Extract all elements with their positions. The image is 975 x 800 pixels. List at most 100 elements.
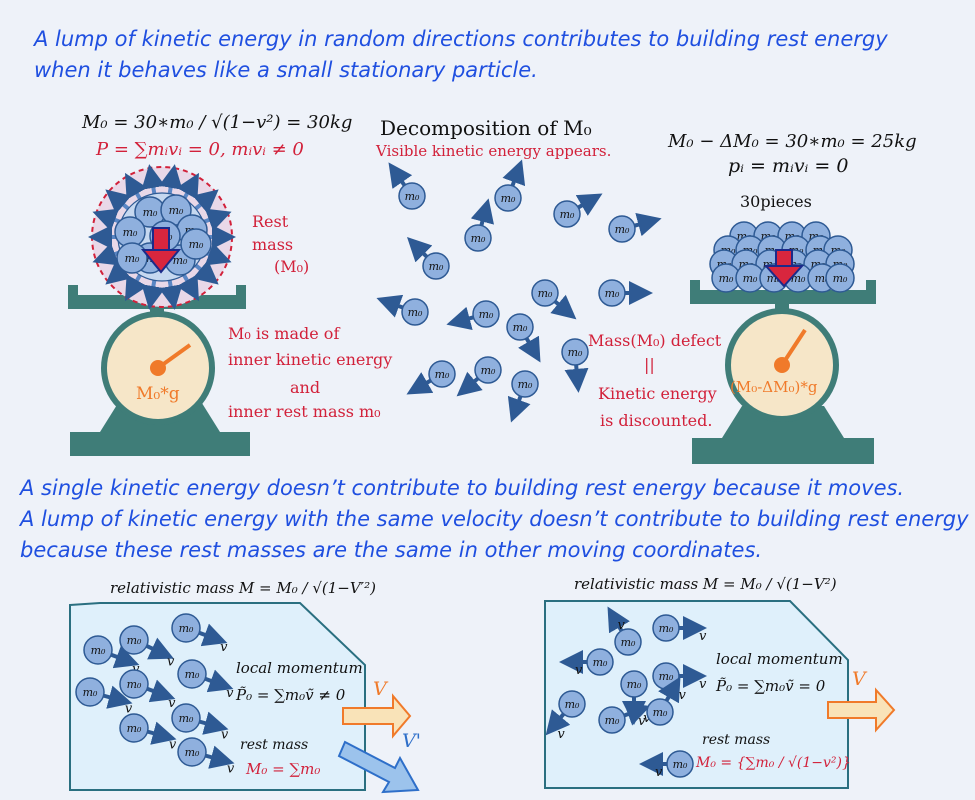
middle-line-3: because these rest masses are the same i…	[20, 538, 763, 562]
velocity-arrow	[388, 162, 413, 189]
particle: vm₀	[119, 669, 176, 711]
particle: m₀	[608, 213, 662, 243]
velocity-label: v	[169, 737, 177, 752]
particle: m₀	[735, 263, 765, 293]
particle-label: m₀	[83, 686, 98, 699]
particle: vm₀	[652, 614, 707, 644]
br-rest-formula: M₀ = {∑m₀ / √(1−v²)}	[696, 755, 851, 771]
particle: m₀	[388, 162, 426, 210]
particle-label: m₀	[179, 622, 194, 635]
defect-1: Mass(M₀) defect	[588, 331, 722, 350]
br-formula: relativistic mass M = M₀ / √(1−V²)	[574, 575, 837, 593]
particle: m₀	[825, 263, 855, 293]
velocity-label: v	[679, 688, 687, 703]
velocity-arrow	[564, 364, 589, 393]
particle-label: m₀	[538, 287, 553, 300]
particle-label: m₀	[627, 678, 642, 691]
velocity-arrow	[406, 372, 434, 395]
velocity-arrow	[198, 623, 228, 647]
particle: m₀	[506, 313, 541, 363]
particle: m₀	[446, 300, 500, 330]
rest-label-1: Rest	[252, 212, 289, 231]
particle-label: m₀	[653, 706, 668, 719]
made-of-4: inner rest mass m₀	[228, 402, 381, 421]
particle-label: m₀	[481, 364, 496, 377]
made-of-3: and	[290, 378, 321, 397]
br-momentum-formula: P̃₀ = ∑m₀ṽ = 0	[716, 677, 826, 695]
velocity-label: v	[655, 765, 663, 780]
particle: vm₀	[545, 690, 586, 742]
rest-label-3: (M₀)	[274, 257, 310, 276]
defect-2: Kinetic energy	[598, 384, 717, 403]
particle-label: m₀	[429, 260, 444, 273]
particle: vm₀	[646, 676, 687, 726]
particle-label: m₀	[560, 208, 575, 221]
particle-label: m₀	[91, 644, 106, 657]
particle-label: m₀	[127, 678, 142, 691]
velocity-label: v	[643, 711, 651, 726]
header-line-1: A lump of kinetic energy in random direc…	[34, 27, 888, 51]
br-local-momentum: local momentum	[716, 650, 843, 668]
pieces-label: 30pieces	[740, 192, 812, 211]
particle-label: m₀	[615, 223, 630, 236]
velocity-arrow	[545, 709, 571, 736]
bl-momentum-formula: P̃₀ = ∑m₀ṽ ≠ 0	[236, 686, 346, 704]
velocity-arrow	[407, 237, 433, 263]
particle-label: m₀	[673, 758, 688, 771]
velocity-arrow	[204, 669, 234, 693]
particle: m₀	[561, 338, 589, 393]
velocity-arrow	[446, 306, 474, 330]
velocity-label: v	[699, 677, 707, 692]
particle: vm₀	[177, 737, 235, 776]
particle: m₀	[507, 370, 539, 423]
velocity-arrow	[575, 193, 603, 216]
right-formula-mass: M₀ − ΔM₀ = 30∗m₀ = 25kg	[668, 131, 917, 152]
particle: m₀	[464, 198, 494, 252]
velocity-label: v	[125, 701, 133, 716]
velocity-arrow	[623, 702, 651, 726]
defect-3: is discounted.	[600, 411, 713, 430]
particle: m₀	[494, 159, 526, 212]
particle-label: m₀	[593, 656, 608, 669]
particle: m₀	[160, 194, 192, 226]
left-dial-label: M₀*g	[136, 384, 180, 404]
particle-label: m₀	[471, 232, 486, 245]
particle-label: m₀	[185, 746, 200, 759]
particle: m₀	[114, 216, 146, 248]
velocity-arrow	[146, 679, 176, 703]
rest-label-2: mass	[252, 235, 294, 254]
left-formula-mass: M₀ = 30∗m₀ / √(1−v²) = 30kg	[82, 112, 353, 133]
particle-label: m₀	[833, 272, 848, 285]
velocity-arrow	[147, 721, 177, 745]
velocity-arrow	[199, 711, 229, 735]
bl-formula: relativistic mass M = M₀ / √(1−V′²)	[110, 579, 376, 597]
particle-label: m₀	[518, 378, 533, 391]
particle-label: m₀	[719, 272, 734, 285]
defect-eq: ||	[644, 355, 655, 374]
particle: vm₀	[598, 702, 651, 734]
particle: m₀	[407, 237, 450, 280]
particle-label: m₀	[565, 698, 580, 711]
particle: vm₀	[119, 625, 175, 670]
velocity-arrow	[507, 395, 531, 423]
particle-label: m₀	[189, 238, 204, 251]
particle-label: m₀	[169, 204, 184, 217]
particle-label: m₀	[479, 308, 494, 321]
particle: m₀	[531, 279, 577, 320]
velocity-arrow	[205, 745, 235, 769]
velocity-arrow	[658, 676, 681, 704]
particle-label: m₀	[435, 368, 450, 381]
particle-label: m₀	[659, 670, 674, 683]
left-scale	[68, 285, 250, 456]
velocity-arrow	[470, 198, 494, 226]
particle-label: m₀	[127, 634, 142, 647]
right-scale	[690, 280, 876, 464]
particle-label: m₀	[127, 722, 142, 735]
down-arrow-right	[763, 249, 805, 288]
particle-label: m₀	[501, 192, 516, 205]
velocity-label: v	[220, 640, 228, 655]
particle: v m₀	[639, 750, 694, 780]
velocity-arrow	[110, 645, 140, 669]
